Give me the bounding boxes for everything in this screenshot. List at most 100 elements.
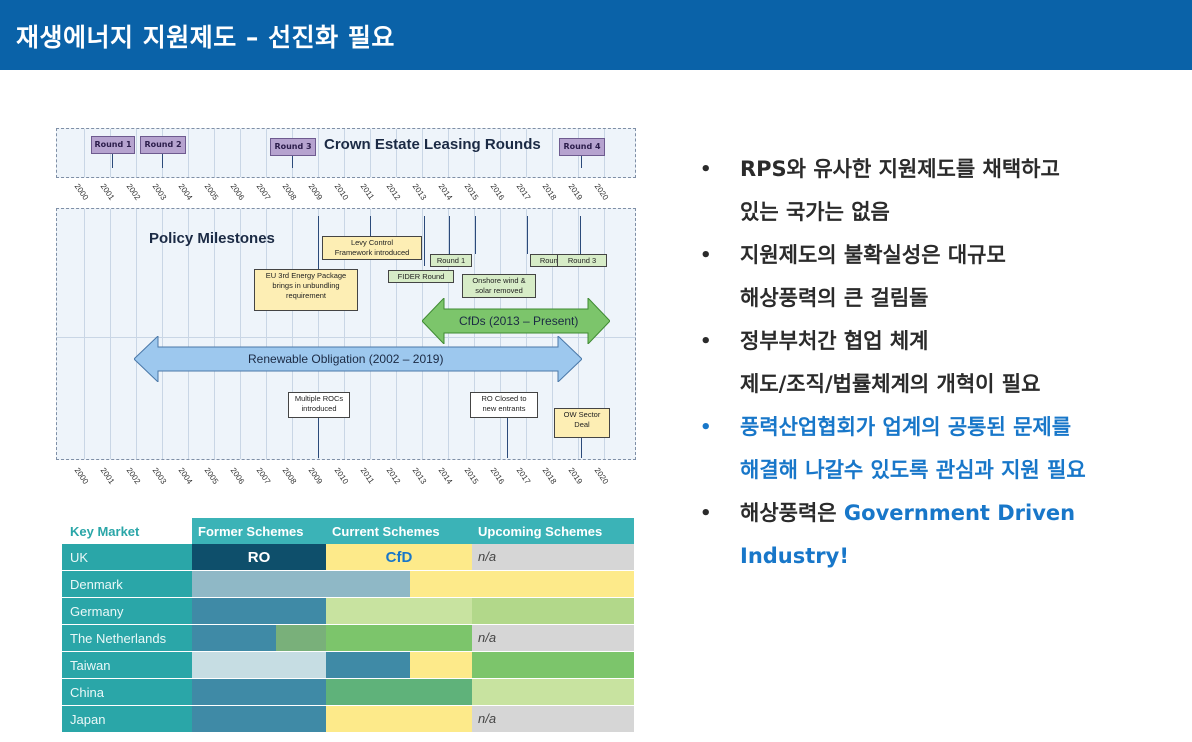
year-label: 2013 (410, 466, 429, 486)
crown-estate-title: Crown Estate Leasing Rounds (324, 136, 541, 153)
current-cell: CfD (326, 544, 472, 571)
note-line: Framework introduced (334, 248, 410, 257)
fider-round-note: FIDER Round (388, 270, 454, 283)
former-cell: RO (192, 544, 326, 571)
bullet-list: • RPS와 유사한 지원제도를 채택하고 있는 국가는 없음 • 지원제도의 … (700, 148, 1180, 578)
year-label: 2017 (514, 466, 533, 486)
round-2-box: Round 2 (140, 136, 186, 154)
year-label: 2018 (540, 466, 559, 486)
year-label: 2002 (124, 182, 143, 202)
bullet-dot: • (700, 245, 712, 266)
year-label: 2003 (150, 182, 169, 202)
cfd-label: CfD (385, 548, 413, 566)
upcoming-cell (472, 678, 634, 706)
year-label: 2005 (202, 466, 221, 486)
year-label: 2014 (436, 182, 455, 202)
note-line: new entrants (482, 404, 526, 413)
year-label: 2012 (384, 182, 403, 202)
table-row: Denmark (62, 570, 634, 598)
year-label: 2019 (566, 466, 585, 486)
current-cell (326, 624, 472, 652)
year-label: 2010 (332, 182, 351, 202)
year-label: 2005 (202, 182, 221, 202)
timeline-figure: Round 1 Round 2 Round 3 Round 4 Crown Es… (54, 124, 639, 498)
note-line: Deal (574, 420, 590, 429)
note-line: RO Closed to (481, 394, 527, 403)
country-cell: Denmark (62, 570, 192, 598)
year-label: 2006 (228, 182, 247, 202)
year-label: 2016 (488, 466, 507, 486)
year-label: 2015 (462, 182, 481, 202)
bullet-item: • 지원제도의 불확실성은 대규모 해상풍력의 큰 걸림돌 (700, 234, 1180, 320)
highlight-text: Government Driven (843, 501, 1076, 525)
year-label: 2020 (592, 466, 611, 486)
year-label: 2019 (566, 182, 585, 202)
policy-milestones-title: Policy Milestones (149, 230, 275, 247)
onshore-wind-note: Onshore wind & solar removed (462, 274, 536, 298)
former-cell (192, 705, 326, 733)
upcoming-cell (472, 651, 634, 679)
year-label: 2012 (384, 466, 403, 486)
upcoming-cell: n/a (472, 624, 634, 652)
upcoming-cell (472, 570, 634, 598)
note-line: brings in unbundling (272, 281, 340, 290)
na-label: n/a (478, 711, 497, 726)
bullet-item: • RPS와 유사한 지원제도를 채택하고 있는 국가는 없음 (700, 148, 1180, 234)
note-line: Onshore wind & (472, 276, 526, 285)
year-label: 2015 (462, 466, 481, 486)
bullet-line: 풍력산업협회가 업계의 공통된 문제를 (740, 415, 1072, 439)
table-row: Taiwan (62, 651, 634, 679)
table-header: Current Schemes (326, 518, 472, 544)
table-header-row: Key Market Former Schemes Current Scheme… (62, 518, 634, 544)
year-label: 2009 (306, 466, 325, 486)
note-line: requirement (285, 291, 327, 300)
year-label: 2002 (124, 466, 143, 486)
table-header: Upcoming Schemes (472, 518, 634, 544)
table-header: Former Schemes (192, 518, 326, 544)
renewable-obligation-label: Renewable Obligation (2002 – 2019) (248, 352, 444, 366)
year-label: 2011 (358, 182, 376, 202)
note-line: solar removed (475, 286, 523, 295)
year-label: 2014 (436, 466, 455, 486)
country-cell: The Netherlands (62, 624, 192, 652)
year-label: 2013 (410, 182, 429, 202)
year-label: 2020 (592, 182, 611, 202)
current-cell (326, 705, 472, 733)
bullet-line: 해상풍력의 큰 걸림돌 (740, 286, 929, 310)
bullet-line: 해상풍력은 Government Driven (740, 492, 1180, 535)
upcoming-cell: n/a (472, 544, 634, 571)
year-label: 2008 (280, 466, 299, 486)
round-1-note: Round 1 (430, 254, 472, 267)
year-label: 2004 (176, 466, 195, 486)
current-cell (326, 651, 472, 679)
current-cell (326, 597, 472, 625)
year-label: 2011 (358, 466, 376, 486)
bullet-dot: • (700, 503, 712, 524)
round-3-box: Round 3 (270, 138, 316, 156)
year-label: 2001 (98, 182, 117, 202)
bullet-line: 제도/조직/법률체계의 개혁이 필요 (740, 372, 1041, 396)
bullet-item: • 해상풍력은 Government Driven Industry! (700, 492, 1180, 578)
country-cell: Taiwan (62, 651, 192, 679)
na-label: n/a (478, 549, 497, 564)
note-line: Multiple ROCs (294, 394, 344, 403)
table-row: The Netherlands n/a (62, 624, 634, 652)
current-cell (326, 570, 472, 598)
year-label: 2010 (332, 466, 351, 486)
header-bar: 재생에너지 지원제도 – 선진화 필요 (0, 0, 1192, 70)
former-cell (192, 651, 326, 679)
bullet-text: 해상풍력은 (740, 501, 844, 525)
table-row: Japan n/a (62, 705, 634, 733)
former-cell (192, 570, 326, 598)
market-schemes-table: Key Market Former Schemes Current Scheme… (62, 518, 634, 733)
country-cell: China (62, 678, 192, 706)
year-label: 2009 (306, 182, 325, 202)
former-cell (192, 678, 326, 706)
bullet-line: 정부부처간 협업 체계 (740, 329, 929, 353)
year-label: 2004 (176, 182, 195, 202)
levy-control-note: Levy Control Framework introduced (322, 236, 422, 260)
round-3-note: Round 3 (557, 254, 607, 267)
upcoming-cell: n/a (472, 705, 634, 733)
year-label: 2018 (540, 182, 559, 202)
year-label: 2007 (254, 182, 273, 202)
